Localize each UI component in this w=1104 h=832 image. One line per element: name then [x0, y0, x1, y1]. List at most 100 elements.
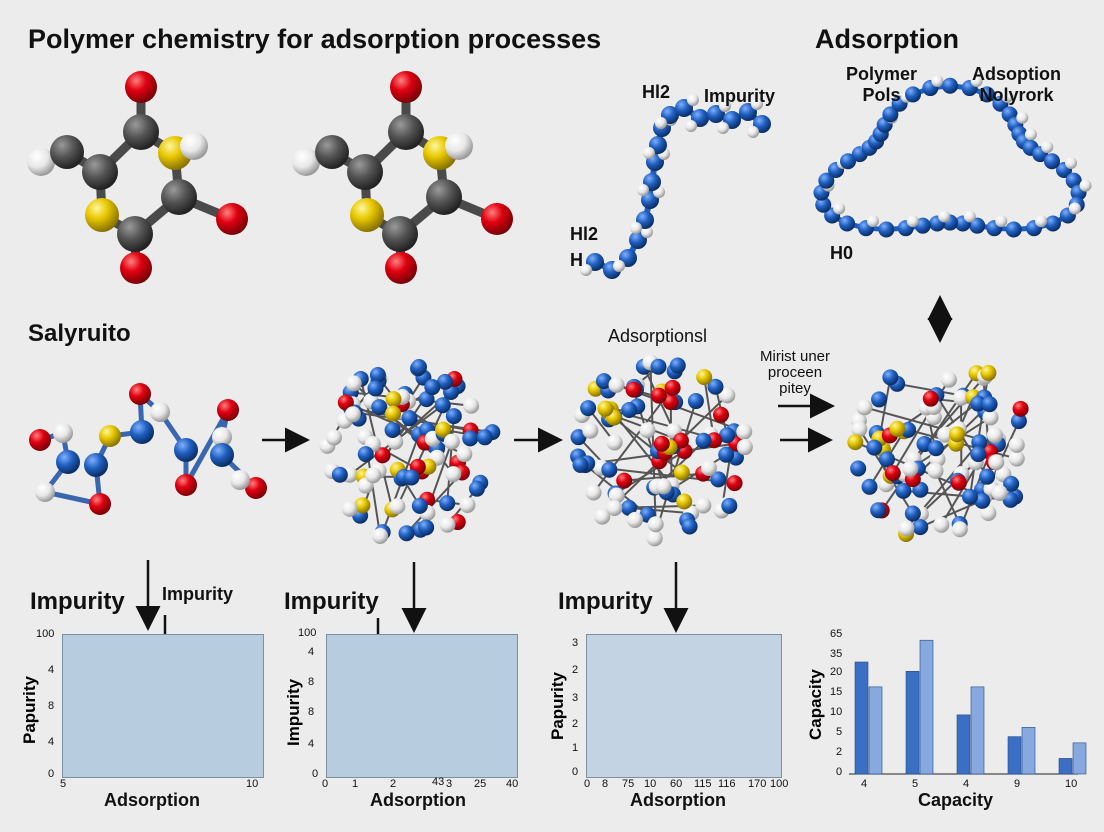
nitrogen-atom — [866, 439, 883, 456]
hydrogen-atom — [898, 520, 915, 537]
nitrogen-atom — [978, 86, 995, 103]
nitrogen-atom — [418, 519, 435, 536]
panel-2-ytick: 8 — [308, 676, 315, 688]
sulfur-atom — [696, 369, 713, 386]
carbon-atom — [117, 216, 153, 252]
oxygen-atom — [120, 252, 152, 284]
nitrogen-atom — [369, 367, 386, 384]
panel-4-xtick: 9 — [1014, 778, 1021, 790]
nitrogen-atom — [56, 450, 80, 474]
nitrogen-atom — [210, 443, 234, 467]
bar — [1072, 742, 1087, 775]
sulfur-atom — [673, 464, 690, 481]
label-h-left: H — [570, 250, 583, 270]
bond — [183, 407, 231, 488]
nitrogen-atom — [621, 402, 638, 419]
panel-1-ytick: 8 — [48, 700, 55, 712]
sulfur-atom — [385, 405, 402, 422]
nitrogen-atom — [331, 466, 348, 483]
panel-2-ylabel: Impurity — [284, 678, 303, 746]
bond — [934, 469, 961, 526]
hydrogen-atom — [613, 260, 625, 272]
oxygen-atom — [884, 465, 901, 482]
label-hl2-left: Hl2 — [570, 224, 599, 244]
oxygen-atom — [662, 394, 679, 411]
hydrogen-atom — [389, 498, 406, 515]
nitrogen-atom — [411, 497, 428, 514]
oxygen-atom — [385, 252, 417, 284]
oxygen-atom — [29, 429, 51, 451]
hydrogen-atom — [372, 527, 389, 544]
label-mirist: Mirist uner proceen pitey — [760, 348, 831, 397]
hydrogen-atom — [980, 505, 997, 522]
nitrogen-atom — [601, 461, 618, 478]
panel-4-ytick: 10 — [830, 706, 843, 718]
nitrogen-atom — [974, 492, 991, 509]
panel-2-ytick: 4 — [308, 646, 315, 658]
sulfur-atom — [889, 420, 906, 437]
panel-2-xlabel: Adsorption — [370, 790, 466, 810]
panel-3-xtick: 115 — [694, 778, 712, 790]
nitrogen-atom — [687, 393, 704, 410]
hydrogen-atom — [717, 122, 729, 134]
oxygen-atom — [337, 394, 354, 411]
sulfur-atom — [597, 400, 614, 417]
polymer-chain — [580, 94, 771, 279]
hydrogen-atom — [445, 132, 473, 160]
panel-2-xtick: 1 — [352, 778, 359, 790]
hydrogen-atom — [606, 434, 623, 451]
adsorbent-particle — [570, 354, 753, 547]
nitrogen-atom — [476, 429, 493, 446]
panel-2-xtick: 43 — [432, 776, 445, 788]
hydrogen-atom — [747, 126, 759, 138]
bar — [919, 639, 934, 775]
panel-2-xtick: 40 — [506, 778, 519, 790]
label-adsoption-nolyrork: Adsoption Nolyrork — [972, 64, 1061, 105]
hydrogen-atom — [982, 409, 999, 426]
oxygen-atom — [922, 390, 939, 407]
oxygen-atom — [616, 472, 633, 489]
hydrogen-atom — [736, 439, 753, 456]
hydrogen-atom — [940, 371, 957, 388]
hydrogen-atom — [641, 226, 653, 238]
nitrogen-atom — [721, 497, 738, 514]
adsorbent-particle — [319, 359, 501, 544]
nitrogen-atom — [861, 478, 878, 495]
hydrogen-atom — [719, 387, 736, 404]
hydrogen-atom — [851, 421, 868, 438]
sulfur-atom — [435, 421, 452, 438]
hydrogen-atom — [150, 402, 170, 422]
nitrogen-atom — [970, 446, 987, 463]
carbon-atom — [315, 135, 349, 169]
nitrogen-atom — [681, 518, 698, 535]
bar — [956, 714, 971, 775]
hydrogen-atom — [459, 496, 476, 513]
panel-2-xtick: 0 — [322, 778, 329, 790]
nitrogen-atom — [971, 434, 988, 451]
hydrogen-atom — [751, 98, 763, 110]
hydrogen-atom — [1079, 179, 1092, 192]
label-impurity-top: Impurity — [704, 86, 776, 106]
nitrogen-atom — [401, 410, 418, 427]
label-impurity-panel1b: Impurity — [162, 584, 234, 604]
hydrogen-atom — [341, 500, 358, 517]
nitrogen-atom — [818, 172, 835, 189]
panel-3-xlabel: Adsorption — [630, 790, 726, 810]
oxygen-atom — [125, 71, 157, 103]
bond — [627, 506, 693, 515]
panel-4-ytick: 0 — [836, 766, 843, 778]
nitrogen-atom — [439, 495, 456, 512]
hydrogen-atom — [212, 427, 232, 447]
panel-3-xtick: 116 — [718, 778, 736, 790]
hydrogen-atom — [1035, 215, 1048, 228]
bond — [612, 416, 683, 474]
nitrogen-atom — [882, 106, 899, 123]
hydrogen-atom — [685, 120, 697, 132]
nitrogen-atom — [418, 391, 435, 408]
hydrogen-atom — [27, 148, 55, 176]
nitrogen-atom — [719, 427, 736, 444]
label-salyruito: Salyruito — [28, 320, 131, 347]
nitrogen-atom — [403, 469, 420, 486]
panel-4-xtick: 10 — [1065, 778, 1078, 790]
nitrogen-atom — [572, 456, 589, 473]
